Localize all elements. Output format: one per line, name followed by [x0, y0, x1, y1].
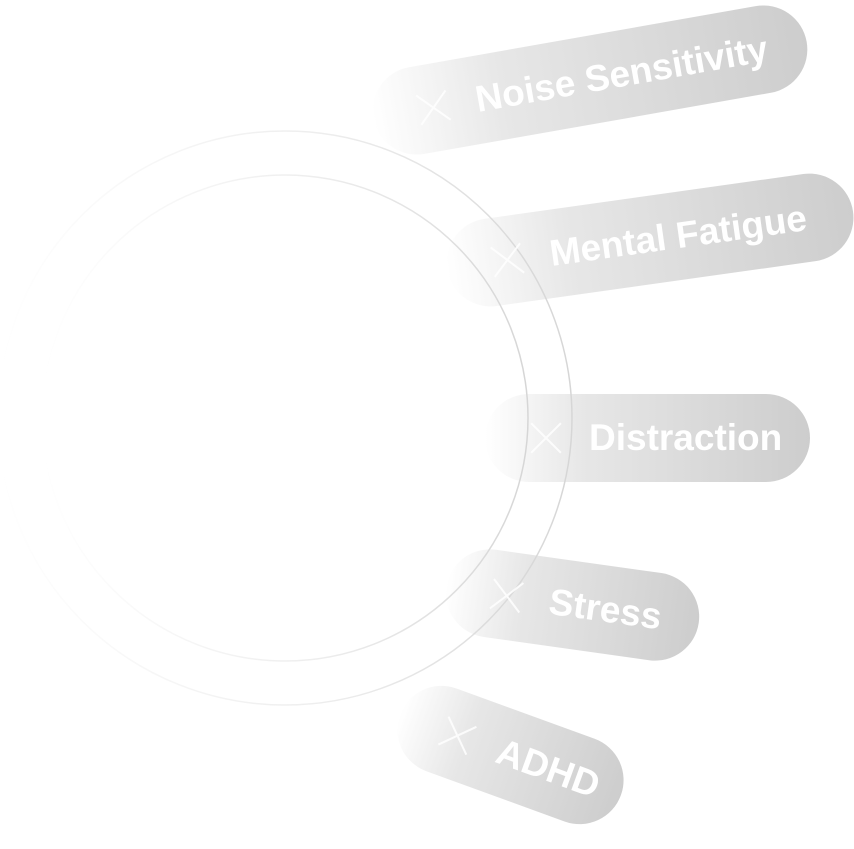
close-icon[interactable]: [414, 88, 453, 127]
tag-label: Distraction: [589, 417, 783, 458]
tag-label: Stress: [546, 580, 665, 638]
close-icon[interactable]: [488, 241, 526, 279]
close-icon[interactable]: [436, 714, 480, 758]
tag-label: ADHD: [490, 730, 606, 806]
close-icon[interactable]: [529, 421, 563, 455]
close-icon[interactable]: [487, 577, 525, 615]
tag-distraction[interactable]: Distraction: [485, 394, 810, 482]
tag-label: Mental Fatigue: [547, 197, 810, 274]
